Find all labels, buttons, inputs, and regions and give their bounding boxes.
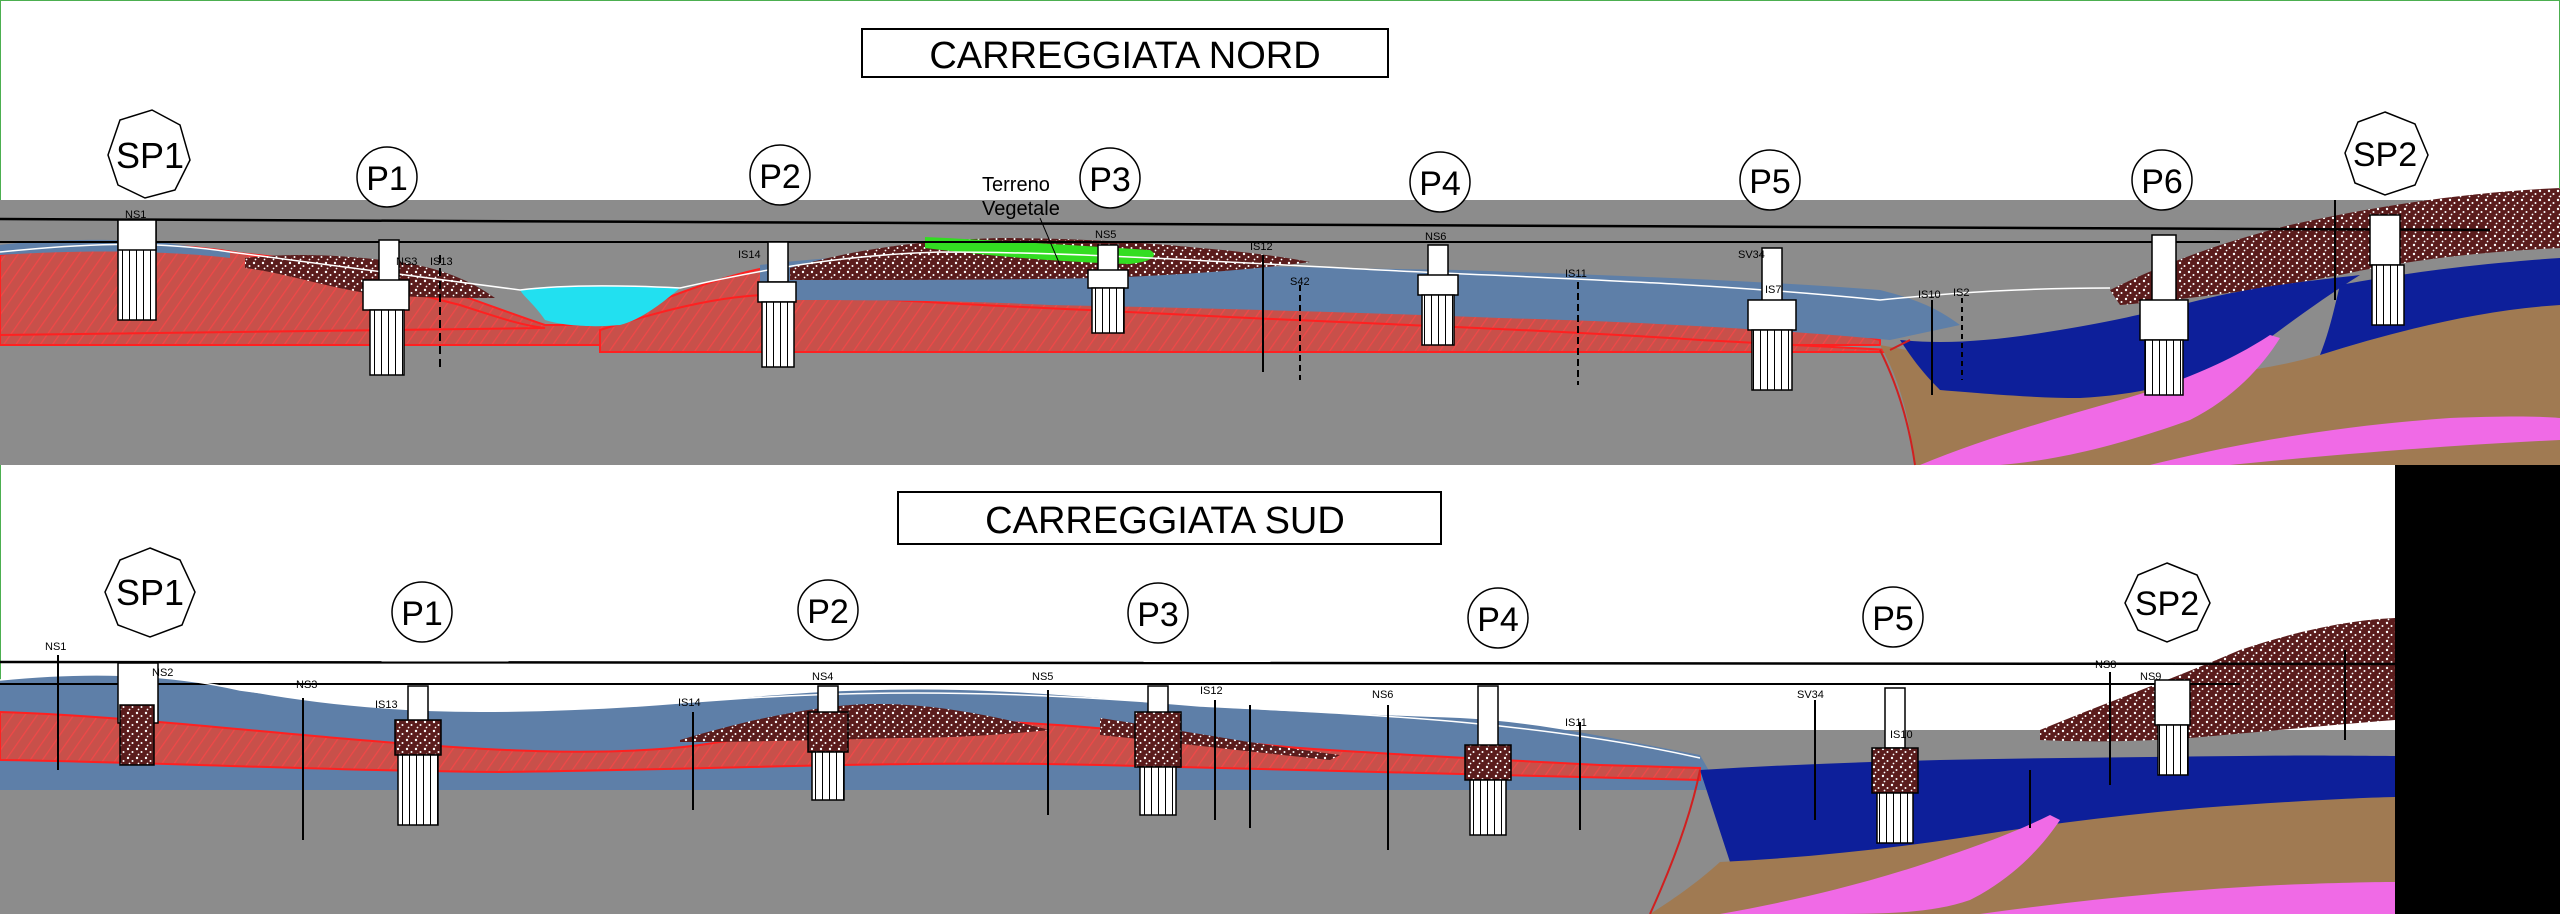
north-deck-top [0, 217, 2491, 232]
svg-text:SP1: SP1 [116, 135, 184, 176]
south-pier-label-p3: P3 [1127, 582, 1189, 644]
north-borehole-label: IS2 [1953, 287, 1970, 299]
north-dark-blue-layer [1900, 275, 2360, 398]
svg-text:SP2: SP2 [2135, 585, 2199, 623]
south-borehole-label: SV34 [1797, 689, 1824, 701]
svg-text:P3: P3 [1137, 596, 1179, 634]
svg-text:P5: P5 [1872, 600, 1914, 638]
south-ground-line [0, 674, 1701, 759]
north-pier-label-sp2: SP2 [2344, 111, 2429, 196]
south-pink-layer [1720, 815, 2060, 914]
north-borehole-label: IS13 [430, 256, 453, 268]
north-water-body [520, 285, 680, 327]
south-borehole-label: NS2 [152, 667, 173, 679]
north-pier-label-p2: P2 [749, 144, 811, 206]
south-dotted-layer-3 [2040, 618, 2395, 742]
svg-text:P1: P1 [366, 160, 408, 198]
south-borehole-label: NS4 [812, 671, 833, 683]
north-section: CARREGGIATA NORD Terreno Vegetale SP1 P1… [0, 28, 2560, 466]
south-pier-label-p4: P4 [1467, 587, 1529, 649]
south-borehole-label: NS5 [1032, 671, 1053, 683]
north-pier-label-p3: P3 [1079, 147, 1141, 209]
south-pier-label-p2: P2 [797, 579, 859, 641]
south-deck-top [0, 660, 2396, 666]
svg-text:SP1: SP1 [116, 572, 184, 613]
north-annotation-line-2: Vegetale [982, 198, 1060, 220]
south-borehole-label: IS12 [1200, 685, 1223, 697]
south-borehole-label: NS1 [45, 641, 66, 653]
south-black-panel [2395, 465, 2560, 914]
svg-text:SP2: SP2 [2353, 136, 2417, 174]
south-pier-label-sp1: SP1 [104, 547, 196, 638]
svg-text:P2: P2 [759, 158, 801, 196]
south-pier-label-p5: P5 [1862, 586, 1924, 648]
north-pier-label-p4: P4 [1409, 151, 1471, 213]
north-pier-label-sp1: SP1 [107, 109, 191, 199]
north-annotation-leader [1039, 217, 1061, 266]
south-borehole-label: NS3 [296, 679, 317, 691]
north-dotted-layer-1 [245, 255, 495, 298]
south-borehole-label: IS11 [1565, 717, 1587, 729]
south-pier-foundations [117, 662, 2191, 844]
north-pier-label-p6: P6 [2131, 149, 2193, 211]
south-borehole-label: IS10 [1890, 729, 1913, 741]
north-borehole-label: IS14 [738, 249, 761, 261]
south-pink-bottom [1980, 882, 2395, 914]
north-pink-layer [1920, 335, 2280, 465]
north-borehole-label: S42 [1290, 276, 1310, 288]
south-pier-label-p1: P1 [391, 581, 453, 643]
svg-text:P4: P4 [1477, 601, 1519, 639]
south-pier-label-sp2: SP2 [2124, 562, 2211, 643]
south-section: CARREGGIATA SUD SP1 P1 P2 P3 P4 P5 SP2 [0, 465, 2560, 914]
north-ground-line [0, 243, 2111, 301]
north-borehole-label: NS5 [1095, 229, 1116, 241]
south-fault-line [1649, 769, 1701, 914]
south-dotted-layer-1 [680, 704, 1050, 742]
svg-text:P2: P2 [807, 593, 849, 631]
south-title-box [897, 491, 1442, 545]
north-title-box [861, 28, 1389, 78]
south-borehole-label: IS13 [375, 699, 398, 711]
south-borehole-lines [57, 650, 2346, 850]
north-pier-foundations [117, 214, 2405, 396]
north-blue-grey-layer [0, 239, 230, 258]
north-borehole-label: SV34 [1738, 249, 1765, 261]
north-pier-label-p5: P5 [1739, 149, 1801, 211]
south-borehole-label: NS6 [1372, 689, 1393, 701]
north-borehole-label: NS6 [1425, 231, 1446, 243]
north-borehole-label: IS10 [1918, 289, 1941, 301]
north-pier-label-p1: P1 [356, 146, 418, 208]
north-vegetation-layer [925, 237, 1154, 264]
svg-text:P6: P6 [2141, 163, 2183, 201]
svg-text:P5: P5 [1749, 163, 1791, 201]
south-title: CARREGGIATA SUD [985, 500, 1345, 542]
north-pink-bottom [2150, 416, 2560, 465]
north-borehole-label: IS12 [1250, 241, 1273, 253]
svg-text:P3: P3 [1089, 161, 1131, 199]
north-title: CARREGGIATA NORD [929, 35, 1320, 77]
north-borehole-label: IS7 [1765, 284, 1782, 296]
north-fault-line [1879, 339, 1916, 466]
north-borehole-label: NS3 [396, 256, 417, 268]
north-borehole-label: NS1 [125, 209, 146, 221]
north-borehole-label: IS11 [1565, 268, 1587, 280]
south-borehole-label: NS9 [2140, 671, 2161, 683]
south-borehole-label: NS8 [2095, 659, 2116, 671]
svg-text:P1: P1 [401, 595, 443, 633]
south-borehole-label: IS14 [678, 697, 701, 709]
north-annotation-line-1: Terreno [982, 174, 1050, 196]
svg-text:P4: P4 [1419, 165, 1461, 203]
north-borehole-lines [439, 200, 2336, 395]
